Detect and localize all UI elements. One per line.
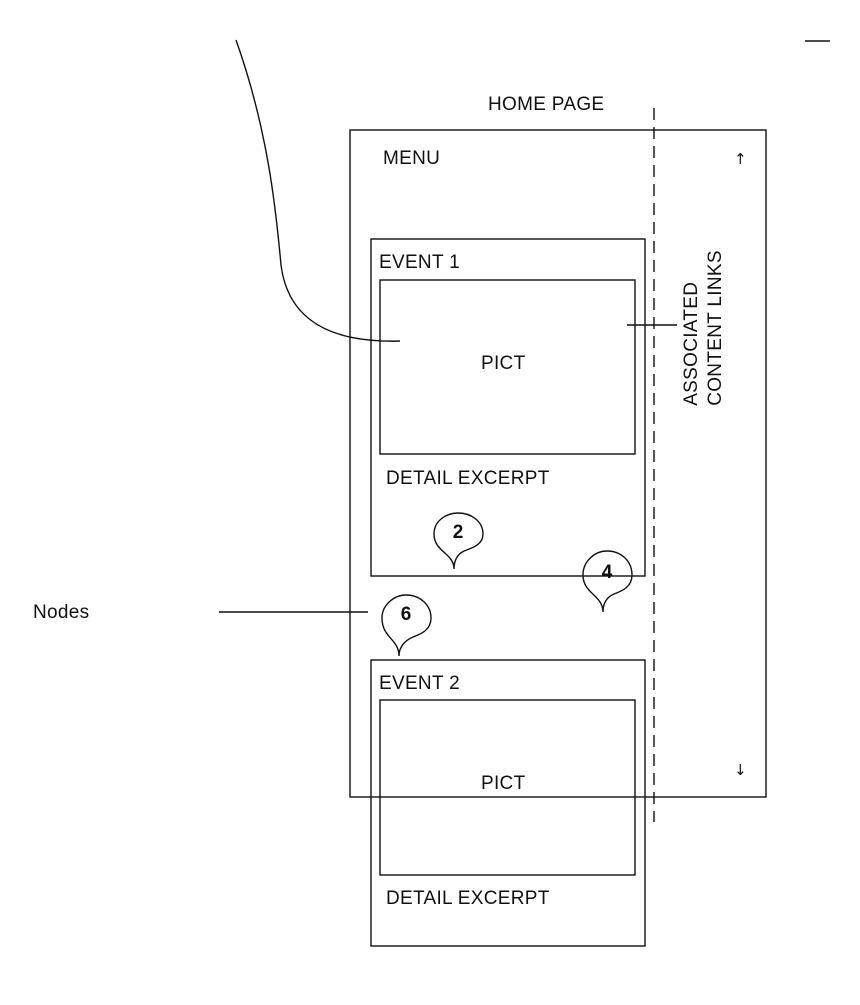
menu-label: MENU — [383, 148, 441, 169]
pict-2-box — [379, 699, 636, 876]
curve-leader-line — [235, 39, 401, 342]
home-page-frame — [349, 129, 767, 798]
callout-bubble-4 — [582, 550, 633, 613]
event-1-label: EVENT 1 — [379, 252, 460, 273]
home-page-label: HOME PAGE — [488, 94, 605, 115]
event-2-label: EVENT 2 — [379, 673, 460, 694]
event-2-box — [370, 659, 646, 947]
callout-number-6: 6 — [400, 604, 412, 625]
pict-2-label: PICT — [481, 773, 526, 794]
associated-line-2: CONTENT LINKS — [705, 249, 726, 406]
associated-content-links-label: ASSOCIATED CONTENT LINKS — [669, 230, 739, 425]
callout-bubble-2 — [433, 512, 484, 570]
nodes-label: Nodes — [33, 602, 90, 623]
callout-number-4: 4 — [601, 562, 613, 583]
scroll-up-icon[interactable]: ↑ — [734, 150, 747, 168]
detail-excerpt-2-label: DETAIL EXCERPT — [386, 888, 550, 909]
event-1-box — [370, 238, 646, 577]
detail-excerpt-1-label: DETAIL EXCERPT — [386, 468, 550, 489]
pict-1-box — [379, 279, 636, 455]
associated-line-1: ASSOCIATED — [681, 281, 702, 406]
callout-number-2: 2 — [452, 522, 464, 543]
callout-bubble-6 — [381, 594, 432, 657]
scroll-down-icon[interactable]: ↓ — [734, 761, 747, 779]
pict-1-label: PICT — [481, 353, 526, 374]
